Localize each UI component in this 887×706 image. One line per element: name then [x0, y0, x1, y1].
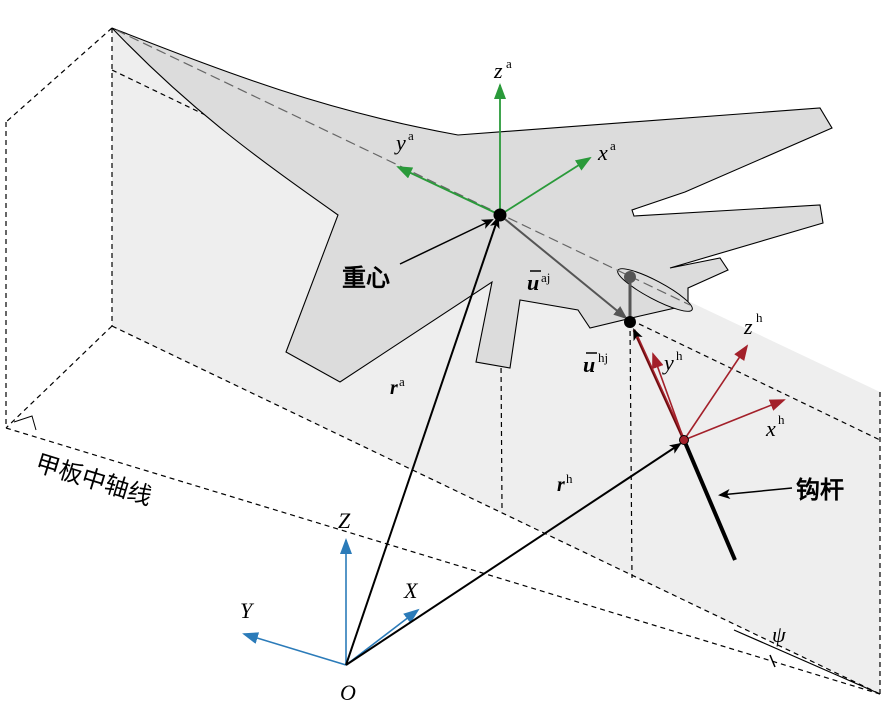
hook-rod [682, 439, 737, 561]
svg-text:z: z [743, 314, 753, 339]
vector-r-h [345, 442, 682, 666]
svg-text:a: a [506, 56, 512, 71]
aircraft-y-axis [396, 166, 501, 216]
svg-text:h: h [676, 348, 683, 363]
svg-text:a: a [610, 138, 616, 153]
label-origin: O [340, 680, 356, 705]
hook-joint-point [624, 316, 636, 328]
hook-origin [679, 435, 689, 445]
svg-text:u: u [527, 270, 539, 295]
svg-text:aj: aj [541, 270, 550, 285]
label-r-a: r a [390, 374, 405, 399]
label-u-aj: u aj [527, 270, 550, 295]
psi-line [733, 629, 881, 695]
label-aircraft-x: x a [597, 138, 616, 165]
svg-text:u: u [583, 352, 595, 377]
axis-Y-line [242, 632, 347, 666]
label-hook-z: z h [743, 310, 763, 339]
label-hook-x: x h [765, 412, 785, 441]
vector-r-a [345, 216, 500, 666]
svg-text:h: h [756, 310, 763, 325]
hook-post-top [624, 271, 636, 283]
svg-text:x: x [765, 416, 776, 441]
hook-frame [652, 344, 786, 441]
svg-text:y: y [662, 350, 674, 375]
svg-text:hj: hj [598, 350, 608, 365]
svg-text:a: a [408, 128, 414, 143]
label-axis-Y: Y [240, 598, 255, 623]
cg-leader [399, 219, 494, 265]
label-center-of-gravity: 重心 [342, 264, 390, 292]
inertial-frame [242, 538, 420, 666]
label-hook-rod: 钩杆 [796, 476, 844, 504]
label-axis-Z: Z [338, 508, 351, 533]
label-psi: ψ [772, 622, 786, 647]
label-r-h: r h [557, 471, 573, 496]
vector-u-aj [499, 214, 628, 320]
hook-leader [718, 487, 793, 500]
label-u-hj: u hj [583, 350, 608, 377]
label-aircraft-y: y a [394, 128, 414, 155]
aircraft-x-axis [499, 156, 592, 216]
vector-u-hj [632, 328, 686, 441]
svg-text:h: h [566, 471, 573, 486]
center-of-gravity-point [493, 208, 507, 222]
right-angle-marker [13, 415, 37, 431]
label-axis-X: X [403, 578, 419, 603]
hook-x-axis [683, 399, 786, 441]
aircraft-frame [396, 83, 592, 216]
hook-z-axis [683, 344, 749, 441]
label-hook-y: y h [662, 348, 683, 375]
hook-y-axis [652, 352, 685, 441]
axis-X-line [345, 608, 420, 666]
svg-text:r: r [557, 474, 565, 496]
psi-tick [769, 654, 776, 668]
svg-text:r: r [390, 377, 398, 399]
label-aircraft-z: z a [493, 56, 512, 83]
svg-text:x: x [597, 140, 608, 165]
svg-text:y: y [394, 130, 406, 155]
svg-text:z: z [493, 58, 503, 83]
label-deck-centerline: 甲板中轴线 [32, 449, 155, 511]
svg-text:a: a [399, 374, 405, 389]
svg-text:h: h [778, 412, 785, 427]
vector-u-hj-inner [636, 337, 683, 438]
